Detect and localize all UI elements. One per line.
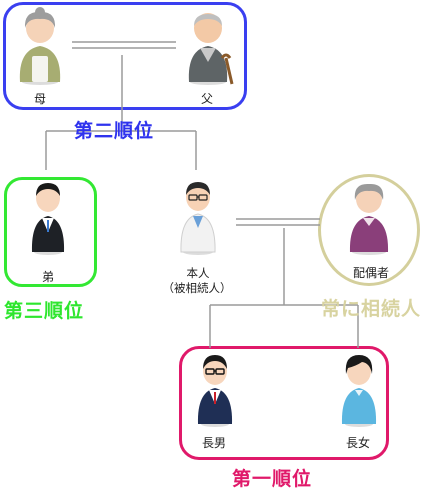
self-note: （被相続人） bbox=[162, 281, 232, 295]
self-icon bbox=[180, 182, 216, 255]
son-label: 長男 bbox=[201, 436, 226, 450]
sibling-frame bbox=[4, 177, 97, 287]
rank-first: 第一順位 bbox=[232, 468, 313, 490]
father-label: 父 bbox=[200, 92, 213, 106]
mother-label: 母 bbox=[33, 92, 46, 106]
self-label: 本人 bbox=[186, 266, 210, 280]
spouse-label: 配偶者 bbox=[352, 266, 389, 280]
father-icon bbox=[188, 13, 234, 85]
son-icon bbox=[197, 355, 233, 427]
rank-always: 常に相続人 bbox=[321, 298, 422, 320]
rank-third: 第三順位 bbox=[4, 300, 85, 322]
brother-label: 弟 bbox=[41, 270, 54, 284]
spouse-frame bbox=[318, 174, 420, 286]
children-frame bbox=[179, 346, 389, 460]
rank-second: 第二順位 bbox=[74, 120, 155, 142]
mother-icon bbox=[19, 7, 61, 85]
spouse-icon bbox=[349, 183, 389, 255]
daughter-icon bbox=[341, 355, 377, 427]
daughter-label: 長女 bbox=[345, 436, 370, 450]
brother-icon bbox=[31, 183, 65, 255]
parents-frame bbox=[3, 2, 247, 110]
